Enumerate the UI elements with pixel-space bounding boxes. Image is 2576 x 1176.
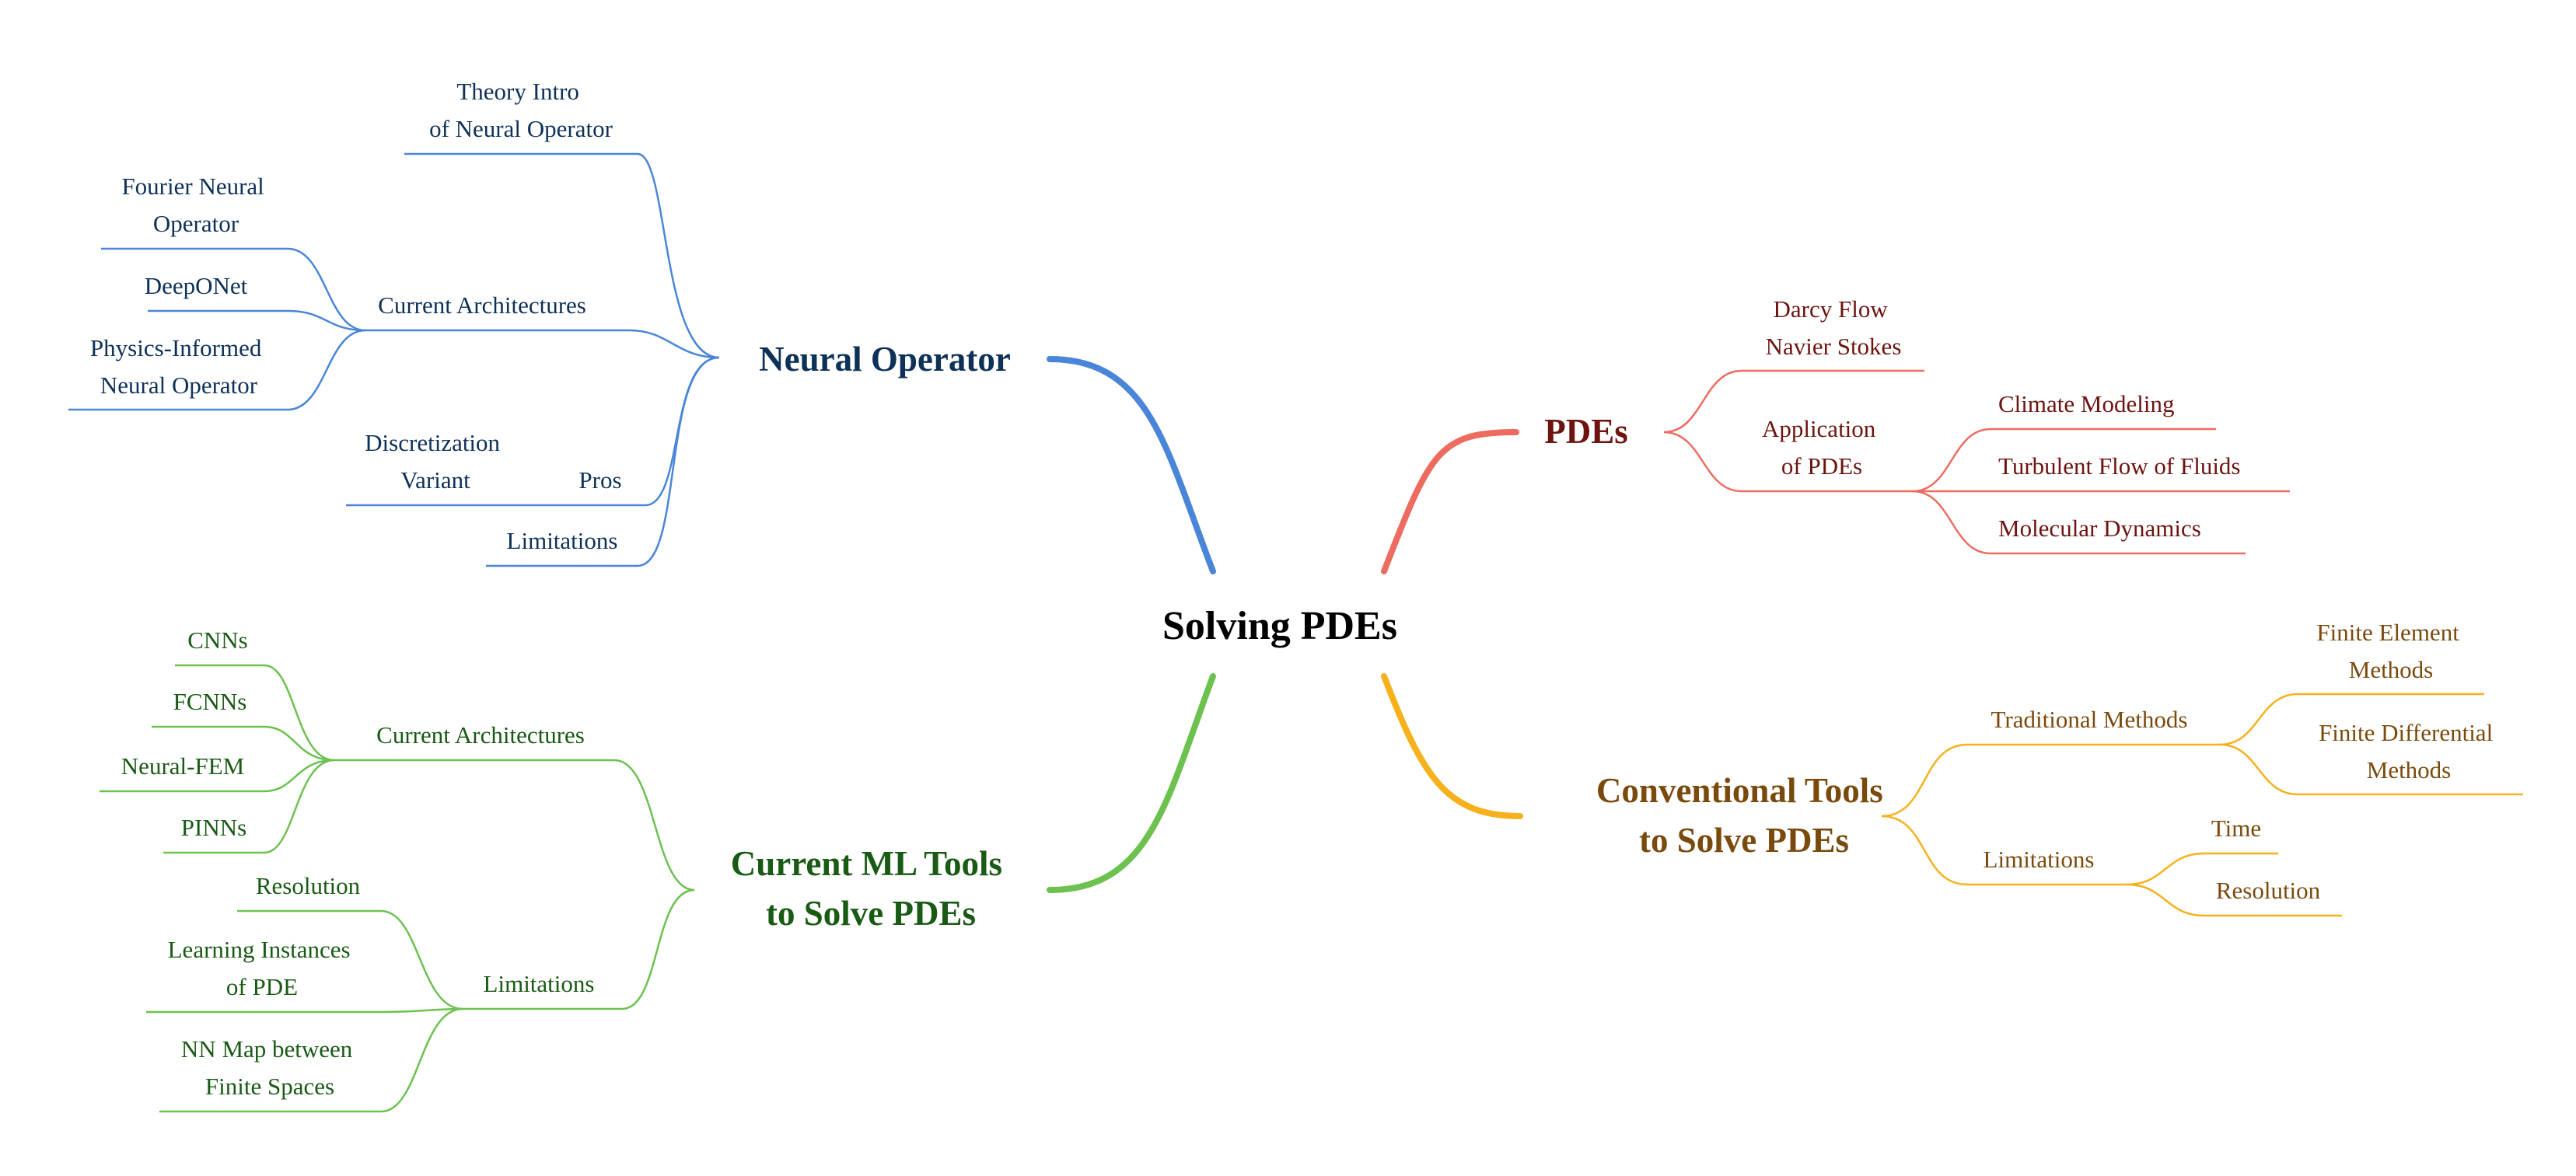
link-arch-deeponet	[287, 309, 366, 332]
link-lim-nn-map	[380, 1007, 463, 1113]
molecular-label: Molecular Dynamics	[1998, 515, 2201, 542]
pinns-label: PINNs	[181, 814, 246, 841]
fcnns-label: FCNNs	[173, 688, 247, 715]
link-arch-cnns	[264, 664, 335, 762]
current-architectures-label: Current Architectures	[378, 291, 586, 319]
link-pdes-darcy	[1663, 369, 1742, 434]
conv-resolution-label: Resolution	[2216, 877, 2321, 904]
conv-limitations-label: Limitations	[1984, 846, 2095, 873]
link-center-neural-operator	[1047, 356, 1216, 574]
neural-limitations-label: Limitations	[507, 527, 618, 554]
link-neural-pros	[645, 356, 720, 507]
link-arch-pino	[287, 329, 366, 411]
link-arch-pinns	[264, 759, 335, 854]
link-neural-limitations	[637, 356, 720, 567]
conventional-title: Conventional Tools to Solve PDEs	[1596, 771, 1892, 860]
link-arch-neural-fem	[264, 759, 335, 793]
ml-limitations-label: Limitations	[484, 970, 595, 997]
deeponet-label: DeepONet	[145, 272, 248, 299]
cnns-label: CNNs	[187, 626, 248, 654]
link-trad-fdm	[2219, 743, 2298, 796]
link-center-ml-tools	[1047, 673, 1216, 893]
branch-pdes: PDEs Darcy Flow Navier Stokes Applicatio…	[1544, 295, 2290, 555]
branch-ml-tools: Current ML Tools to Solve PDEs Current A…	[100, 626, 1011, 1113]
link-lim-learning	[380, 1007, 463, 1014]
traditional-methods-label: Traditional Methods	[1991, 706, 2188, 733]
pino-label: Physics-Informed Neural Operator	[90, 334, 267, 399]
branch-conventional: Conventional Tools to Solve PDEs Traditi…	[1596, 619, 2523, 917]
link-trad-fem	[2219, 693, 2298, 746]
application-label: Application of PDEs	[1762, 415, 1882, 480]
link-center-pdes	[1381, 429, 1519, 574]
link-conv-traditional	[1881, 743, 1968, 818]
branch-neural-operator: Neural Operator Theory Intro of Neural O…	[68, 78, 1011, 567]
ml-resolution-label: Resolution	[256, 872, 361, 899]
nn-map-label: NN Map between Finite Spaces	[181, 1035, 358, 1100]
pros-label: Pros	[578, 466, 621, 494]
darcy-navier-label: Darcy Flow Navier Stokes	[1766, 295, 1902, 360]
link-ml-limitations	[621, 888, 695, 1010]
fdm-label: Finite Differential Methods	[2319, 719, 2499, 783]
link-app-climate	[1912, 427, 1991, 493]
climate-label: Climate Modeling	[1998, 390, 2174, 417]
time-label: Time	[2211, 815, 2261, 842]
link-lim-resolution	[380, 909, 463, 1010]
fem-label: Finite Element Methods	[2316, 619, 2465, 683]
link-conv-limitations	[1881, 815, 1968, 886]
link-pdes-application	[1663, 431, 1742, 493]
link-arch-fno	[287, 247, 366, 332]
learning-instances-label: Learning Instances of PDE	[168, 936, 357, 1000]
link-lim-resolution	[2126, 883, 2205, 917]
link-neural-theory	[637, 152, 720, 359]
neural-operator-title: Neural Operator	[759, 340, 1011, 379]
center-title: Solving PDEs	[1162, 604, 1397, 648]
neural-fem-label: Neural-FEM	[121, 752, 244, 780]
link-lim-time	[2126, 852, 2205, 886]
theory-intro-label: Theory Intro of Neural Operator	[429, 78, 613, 142]
ml-tools-title: Current ML Tools to Solve PDEs	[731, 844, 1011, 933]
ml-architectures-label: Current Architectures	[376, 721, 585, 749]
link-center-conventional	[1381, 673, 1523, 819]
discretization-label: Discretization Variant	[365, 429, 506, 494]
fno-label: Fourier Neural Operator	[121, 173, 270, 237]
link-arch-fcnns	[264, 725, 335, 762]
link-ml-architectures	[613, 759, 695, 892]
pdes-title: PDEs	[1544, 412, 1628, 451]
link-neural-architectures	[629, 329, 720, 359]
link-app-molecular	[1912, 490, 1991, 555]
turbulent-label: Turbulent Flow of Fluids	[1998, 452, 2241, 480]
